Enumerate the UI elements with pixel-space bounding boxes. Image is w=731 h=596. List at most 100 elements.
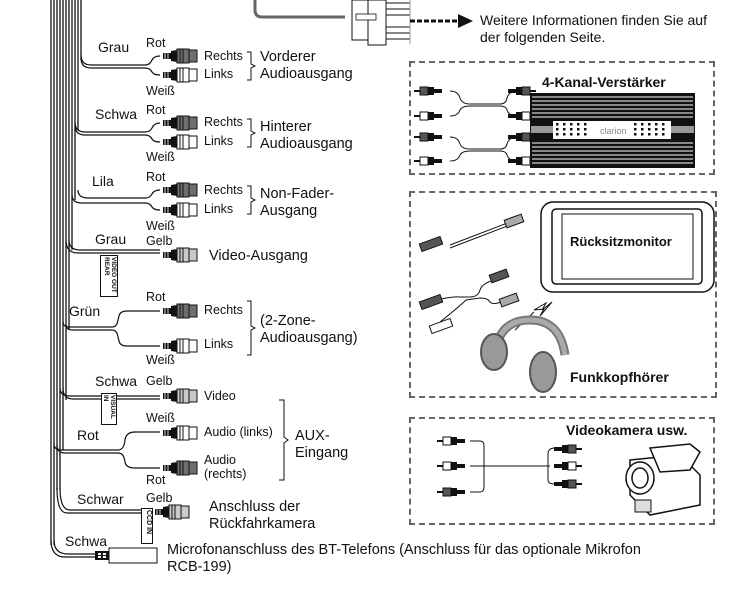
amplifier-title: 4-Kanal-Verstärker bbox=[542, 74, 666, 90]
amp-brand: clarion bbox=[600, 126, 627, 136]
plug-color-label: Weiß bbox=[146, 353, 175, 367]
monitor-illustration bbox=[418, 201, 715, 393]
group-label-line: Audioausgang bbox=[260, 66, 353, 82]
amp-vent-dot bbox=[662, 133, 665, 136]
channel-label: Links bbox=[204, 202, 234, 216]
group-label-line: Audioausgang) bbox=[260, 330, 358, 346]
tag-line: REAR bbox=[103, 257, 110, 276]
group-label: AUX- Eingang bbox=[295, 428, 348, 462]
wire-color-label: Schwa bbox=[65, 533, 108, 549]
channel-label: Rechts bbox=[204, 183, 243, 197]
label-line: Microfonanschluss des BT-Telefons (Ansch… bbox=[167, 542, 641, 558]
channel-label: Rechts bbox=[204, 49, 243, 63]
group-label: (2-Zone- Audioausgang) bbox=[260, 313, 358, 347]
headphones-icon bbox=[480, 315, 570, 393]
note-line-1: Weitere Informationen finden Sie auf bbox=[480, 12, 707, 28]
amp-vent-dot bbox=[662, 123, 665, 126]
group-label-line: (2-Zone- bbox=[260, 313, 316, 329]
group-label-line: Non-Fader- bbox=[260, 186, 335, 202]
tag-line: VIDEO OUT bbox=[110, 257, 117, 293]
amp-vent-dot bbox=[577, 133, 580, 136]
group-label-line: Vorderer bbox=[260, 49, 316, 65]
plug-color-label: Weiß bbox=[146, 150, 175, 164]
amp-vent-dot bbox=[641, 133, 644, 136]
group-label-line: Audioausgang bbox=[260, 136, 353, 152]
aux-video-label: Video bbox=[204, 389, 236, 403]
label-line: Audio bbox=[204, 453, 236, 467]
channel-label: Links bbox=[204, 337, 234, 351]
plug-color-label: Rot bbox=[146, 170, 166, 184]
amp-vent-dot bbox=[648, 128, 651, 131]
amp-vent-dot bbox=[556, 133, 559, 136]
wire-bundle bbox=[50, 0, 82, 545]
amp-vent-dot bbox=[570, 128, 573, 131]
plug-color-label: Rot bbox=[146, 290, 166, 304]
amp-vent-dot bbox=[634, 123, 637, 126]
amp-vent-dot bbox=[641, 123, 644, 126]
amp-vent-dot bbox=[563, 123, 566, 126]
group-label: Vorderer Audioausgang bbox=[260, 49, 353, 83]
amp-vent-dot bbox=[655, 128, 658, 131]
tag-line: VISUAL bbox=[109, 395, 116, 419]
camcorder-title: Videokamera usw. bbox=[566, 422, 688, 438]
group-label: Hinterer Audioausgang bbox=[260, 119, 353, 153]
mic-label: Microfonanschluss des BT-Telefons (Ansch… bbox=[167, 542, 641, 576]
amplifier-illustration: clarion bbox=[413, 86, 695, 168]
monitor-title: Rücksitzmonitor bbox=[570, 234, 672, 249]
plug-color-label: Weiß bbox=[146, 219, 175, 233]
group-label-line: AUX- bbox=[295, 428, 330, 444]
amp-vent-dot bbox=[648, 133, 651, 136]
amp-vent-dot bbox=[577, 128, 580, 131]
channel-label: Links bbox=[204, 134, 234, 148]
amp-vent-dot bbox=[641, 128, 644, 131]
plug-color-label: Rot bbox=[146, 473, 166, 487]
plug-color-label: Gelb bbox=[146, 234, 173, 248]
wire-color-label: Lila bbox=[92, 173, 114, 189]
label-line: Rückfahrkamera bbox=[209, 516, 316, 532]
amp-vent-dot bbox=[648, 123, 651, 126]
amp-vent-dot bbox=[634, 128, 637, 131]
plug-color-label: Weiß bbox=[146, 411, 175, 425]
plug-color-label: Gelb bbox=[146, 491, 173, 505]
label-line: RCB-199) bbox=[167, 559, 232, 575]
amp-vent-dot bbox=[556, 128, 559, 131]
note-text: Weitere Informationen finden Sie auf der… bbox=[480, 12, 707, 46]
amp-vent-dot bbox=[563, 128, 566, 131]
wire-color-label: Grau bbox=[95, 231, 127, 247]
amp-vent-dot bbox=[655, 133, 658, 136]
amp-vent-dot bbox=[655, 123, 658, 126]
note-line-2: der folgenden Seite. bbox=[480, 29, 606, 45]
label-line: (rechts) bbox=[204, 467, 247, 481]
channel-label: Rechts bbox=[204, 115, 243, 129]
wire-color-label: Schwa bbox=[95, 373, 138, 389]
tag-line: IN bbox=[102, 395, 109, 402]
main-connector bbox=[253, 0, 411, 46]
amp-vent-dot bbox=[556, 123, 559, 126]
group-label: Non-Fader- Ausgang bbox=[260, 186, 334, 220]
aux-audio-left-label: Audio (links) bbox=[204, 425, 273, 439]
channel-label: Rechts bbox=[204, 303, 243, 317]
camcorder-illustration bbox=[436, 436, 701, 516]
arrow-icon bbox=[410, 14, 473, 28]
amp-vent-dot bbox=[584, 123, 587, 126]
amp-vent-dot bbox=[584, 128, 587, 131]
camcorder-box bbox=[409, 417, 715, 525]
amp-vent-dot bbox=[563, 133, 566, 136]
video-out-label: Video-Ausgang bbox=[209, 248, 308, 264]
ccd-in-tag: CCD IN bbox=[141, 508, 153, 544]
camera-label: Anschluss der Rückfahrkamera bbox=[209, 499, 315, 533]
aux-audio-right-label: Audio (rechts) bbox=[204, 453, 246, 481]
plug-color-label: Rot bbox=[146, 36, 166, 50]
monitor-box bbox=[409, 191, 717, 398]
amplifier-box bbox=[409, 61, 715, 175]
wire-color-label: Schwar bbox=[77, 491, 124, 507]
wire-color-label: Grün bbox=[69, 303, 101, 319]
mic-jack bbox=[95, 547, 158, 564]
group-label-line: Hinterer bbox=[260, 119, 312, 135]
headphones-title: Funkkopfhörer bbox=[570, 369, 669, 385]
plug-color-label: Weiß bbox=[146, 84, 175, 98]
amp-vent-dot bbox=[584, 133, 587, 136]
